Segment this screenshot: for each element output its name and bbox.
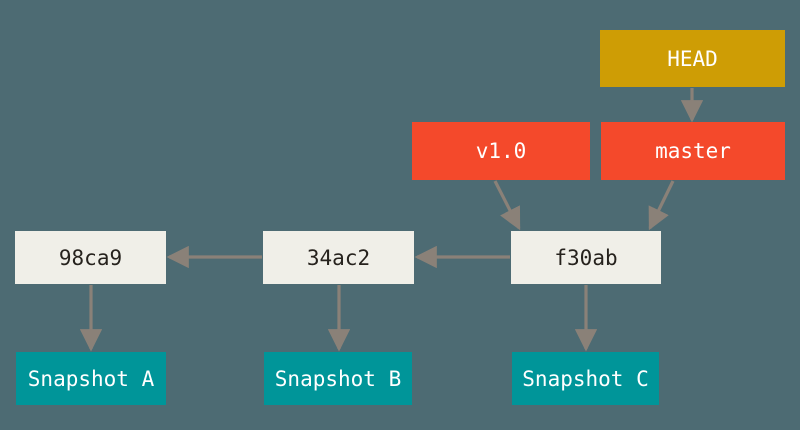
node-commit-f30ab[interactable]: f30ab	[511, 231, 661, 284]
node-snapshot-a[interactable]: Snapshot A	[16, 352, 166, 405]
edge-v1.0-to-f30ab	[493, 180, 521, 231]
node-snapshot-c[interactable]: Snapshot C	[512, 352, 659, 405]
node-branch-master[interactable]: master	[601, 122, 785, 180]
node-head[interactable]: HEAD	[600, 30, 785, 87]
edge-master-to-f30ab	[648, 180, 675, 231]
node-tag-v1-0[interactable]: v1.0	[412, 122, 590, 180]
node-commit-34ac2[interactable]: 34ac2	[263, 231, 414, 284]
node-snapshot-b[interactable]: Snapshot B	[264, 352, 412, 405]
node-commit-98ca9[interactable]: 98ca9	[15, 231, 166, 284]
